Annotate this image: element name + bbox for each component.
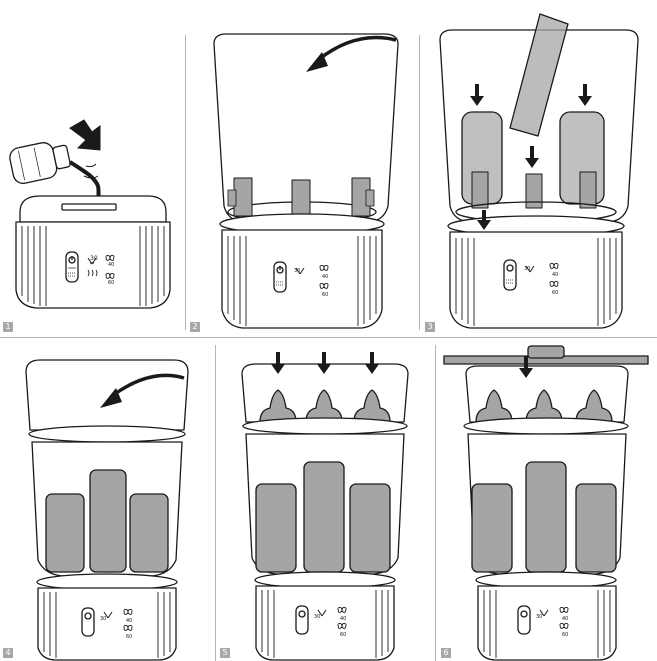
fan-label-top: 40 (340, 616, 346, 622)
fan-label-bottom: 60 (126, 634, 132, 640)
step-badge: 4 (3, 648, 13, 658)
divider (185, 35, 186, 330)
fan-label-top: 40 (126, 618, 132, 624)
fan-label-bottom: 60 (562, 632, 568, 638)
curved-arrow-icon (100, 388, 122, 408)
fan-label-top: 40 (552, 272, 558, 278)
fan-label-bottom: 60 (552, 290, 558, 296)
step-5-panel: 30 40 60 (241, 352, 409, 661)
fan-label-bottom: 60 (322, 292, 328, 298)
fan-label-top: 40 (108, 262, 114, 268)
arrow-icon (271, 352, 379, 374)
step-2-panel: 30 40 60 (213, 33, 399, 329)
step-badge: 1 (3, 322, 13, 332)
step-badge: 3 (425, 322, 435, 332)
step-4-panel: 30 40 60 (25, 359, 189, 661)
arrow-icon (69, 119, 101, 151)
step-badge: 2 (190, 322, 200, 332)
dry-label: 30 (314, 614, 320, 620)
arrow-icon (470, 84, 592, 230)
curved-arrow-icon (316, 35, 397, 62)
step-badge: 6 (441, 648, 451, 658)
fan-label-bottom: 60 (340, 632, 346, 638)
dry-label: 30 (294, 268, 300, 274)
divider (215, 345, 216, 661)
bottle-icon (9, 142, 71, 185)
fan-label-bottom: 60 (108, 280, 114, 286)
dry-label: 30 (100, 616, 106, 622)
divider (435, 345, 436, 661)
step-badge: 5 (220, 648, 230, 658)
step-3-panel: 30 40 60 (439, 13, 639, 329)
step-6-panel: 30 40 60 (443, 345, 649, 661)
step-1-panel: 30 40 60 (9, 119, 171, 309)
fan-label-top: 40 (562, 616, 568, 622)
fan-label-top: 40 (322, 274, 328, 280)
dry-label: 30 (90, 255, 98, 262)
dry-label: 30 (536, 614, 542, 620)
arrow-icon (519, 356, 533, 378)
dry-label: 30 (524, 266, 530, 272)
divider (0, 337, 657, 338)
divider (419, 35, 420, 330)
